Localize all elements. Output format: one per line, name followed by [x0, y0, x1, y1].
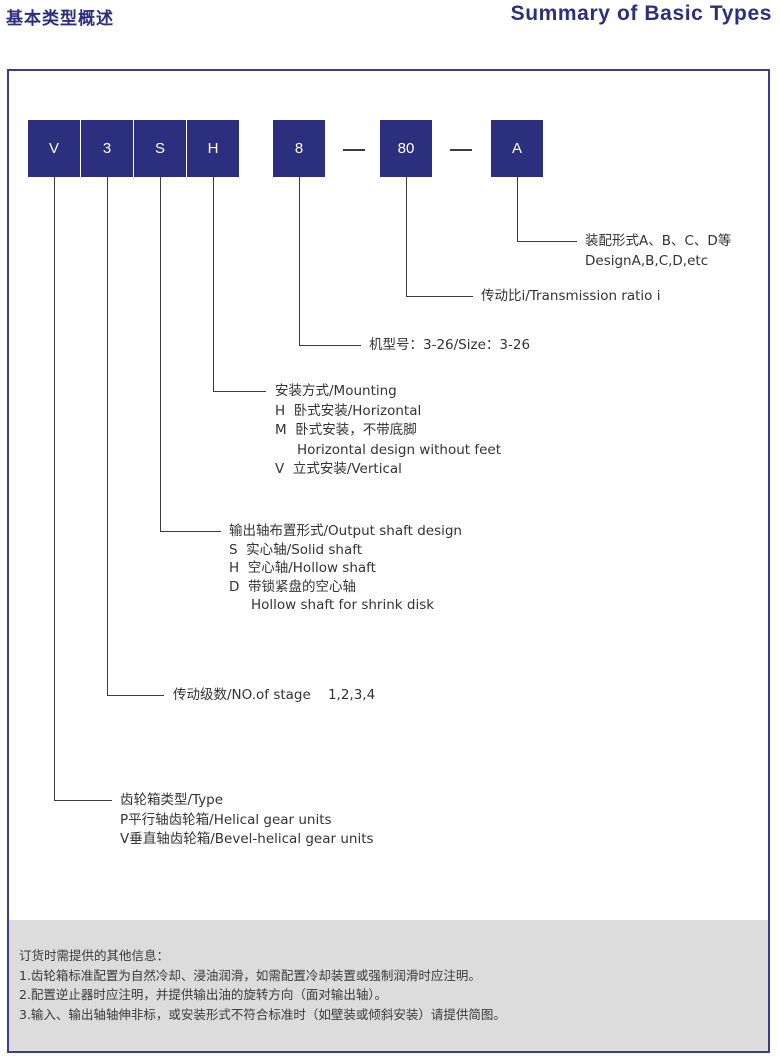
description-line: 输出轴布置形式/Output shaft design [229, 523, 462, 539]
page-title-cn: 基本类型概述 [6, 9, 114, 29]
connector-line [299, 345, 361, 346]
connector-line [107, 695, 164, 696]
connector-line [213, 391, 266, 392]
type-description: 齿轮箱类型/Type P平行轴齿轮箱/Helical gear units V垂… [120, 791, 374, 850]
code-box-type: V [28, 120, 80, 177]
connector-line [517, 177, 518, 241]
connector-line [160, 177, 161, 531]
description-line: 传动级数/NO.of stage 1,2,3,4 [173, 687, 376, 703]
description-line: H 空心轴/Hollow shaft [229, 560, 376, 576]
code-box-shaft: S [134, 120, 186, 177]
code-box-stage: 3 [81, 120, 133, 177]
code-box-design: A [491, 120, 543, 177]
description-line: 齿轮箱类型/Type [120, 792, 224, 808]
connector-line [107, 177, 108, 695]
description-line: 机型号：3-26/Size：3-26 [369, 337, 531, 353]
note-line: 订货时需提供的其他信息： [19, 948, 170, 963]
order-notes: 订货时需提供的其他信息： 1.齿轮箱标准配置为自然冷却、浸油润滑，如需配置冷却装… [19, 946, 506, 1024]
connector-line [406, 177, 407, 296]
order-notes-panel: 订货时需提供的其他信息： 1.齿轮箱标准配置为自然冷却、浸油润滑，如需配置冷却装… [9, 920, 768, 1051]
description-line: S 实心轴/Solid shaft [229, 541, 363, 558]
connector-line [54, 800, 112, 801]
description-line: D 带锁紧盘的空心轴 [229, 578, 356, 595]
description-line: Horizontal design without feet [297, 441, 501, 458]
connector-line [406, 296, 473, 297]
type-code-diagram: V 3 S H 8 80 A 装配形式A、B、C、D等 DesignA,B,C,… [7, 69, 770, 1053]
note-line: 3.输入、输出轴轴伸非标，或安装形式不符合标准时（如壁装或倾斜安装）请提供简图。 [19, 1006, 506, 1022]
description-line: H 卧式安装/Horizontal [275, 402, 422, 419]
description-line: V垂直轴齿轮箱/Bevel-helical gear units [120, 831, 374, 847]
separator-dash [343, 149, 365, 151]
note-line: 1.齿轮箱标准配置为自然冷却、浸油润滑，如需配置冷却装置或强制润滑时应注明。 [19, 967, 481, 983]
code-box-size: 8 [273, 120, 325, 177]
connector-line [517, 241, 577, 242]
connector-line [160, 531, 221, 532]
connector-line [54, 177, 55, 800]
connector-line [299, 177, 300, 345]
description-line: P平行轴齿轮箱/Helical gear units [120, 811, 332, 828]
code-box-mounting: H [187, 120, 239, 177]
mounting-description: 安装方式/Mounting H 卧式安装/Horizontal M 卧式安装，不… [275, 382, 501, 480]
note-line: 2.配置逆止器时应注明，并提供输出油的旋转方向（面对输出轴）。 [19, 987, 388, 1002]
description-line: V 立式安装/Vertical [275, 461, 402, 477]
shaft-description: 输出轴布置形式/Output shaft design S 实心轴/Solid … [229, 522, 462, 615]
size-description: 机型号：3-26/Size：3-26 [369, 336, 530, 356]
description-line: M 卧式安装，不带底脚 [275, 422, 417, 438]
description-line: DesignA,B,C,D,etc [585, 252, 709, 269]
code-box-ratio: 80 [380, 120, 432, 177]
design-description: 装配形式A、B、C、D等 DesignA,B,C,D,etc [585, 232, 731, 271]
page-title-en: Summary of Basic Types [510, 2, 772, 25]
description-line: 传动比i/Transmission ratio i [481, 288, 661, 304]
stage-description: 传动级数/NO.of stage 1,2,3,4 [173, 686, 375, 706]
connector-line [213, 177, 214, 391]
description-line: 安装方式/Mounting [275, 383, 397, 399]
ratio-description: 传动比i/Transmission ratio i [481, 287, 660, 307]
separator-dash [450, 149, 472, 151]
description-line: Hollow shaft for shrink disk [251, 597, 435, 613]
description-line: 装配形式A、B、C、D等 [585, 233, 732, 249]
